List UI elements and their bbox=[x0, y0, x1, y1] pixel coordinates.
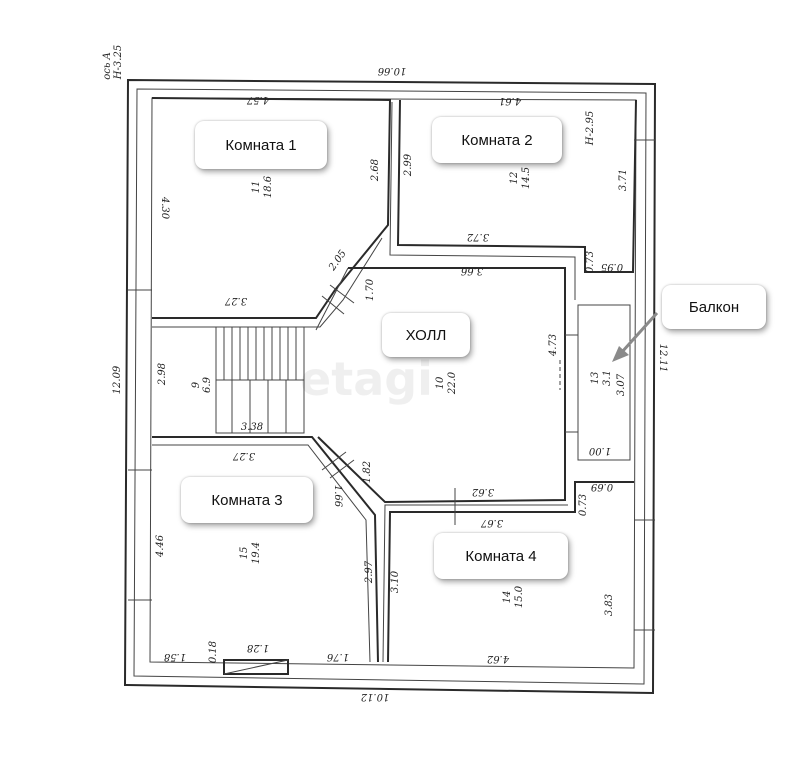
dim-notch3: 0.73 bbox=[578, 494, 589, 516]
hall-wall-inner bbox=[315, 267, 349, 331]
room3-label: Комната 3 bbox=[181, 477, 313, 523]
door-mark-room3 bbox=[321, 451, 347, 471]
dim-r1-top: 4.57 bbox=[246, 94, 270, 105]
hall-area: 22.0 bbox=[447, 371, 458, 395]
hall-label: ХОЛЛ bbox=[382, 313, 470, 357]
room1-area: 18.6 bbox=[263, 175, 274, 198]
corner-note-1: ось A bbox=[102, 52, 113, 79]
dim-balcony-len: 3.07 bbox=[616, 373, 627, 396]
room2-wall bbox=[396, 99, 637, 273]
stair-area: 6.9 bbox=[202, 376, 213, 393]
room4-wall-inner bbox=[382, 504, 568, 663]
room3-wall-inner bbox=[152, 444, 371, 663]
dim-stair-left: 2.98 bbox=[157, 363, 168, 386]
room1-wall bbox=[151, 97, 392, 319]
dim-right-total: 12.11 bbox=[657, 344, 668, 373]
dim-bottom-total: 10.12 bbox=[361, 691, 390, 702]
outer-wall-outer bbox=[123, 78, 657, 695]
room1-number: 11 bbox=[251, 181, 262, 194]
inner-wall-line bbox=[149, 97, 637, 669]
room3-number: 15 bbox=[239, 547, 250, 560]
dim-notch2: 0.95 bbox=[601, 261, 623, 272]
dim-r4-right: 3.83 bbox=[604, 594, 615, 616]
dim-notch4: 0.69 bbox=[590, 481, 613, 492]
dim-r2-height: H-2.95 bbox=[585, 111, 596, 146]
dim-stair-top: 3.27 bbox=[224, 295, 247, 306]
dim-r1-left: 4.30 bbox=[159, 196, 170, 220]
outer-wall-inner bbox=[133, 88, 647, 685]
dim-r2-right: 3.71 bbox=[618, 169, 629, 191]
dim-hall-diag1: 1.70 bbox=[365, 278, 376, 301]
dim-r4-top: 3.67 bbox=[480, 517, 503, 528]
dim-r3-bottom-right: 1.76 bbox=[326, 651, 349, 662]
room3-area: 19.4 bbox=[251, 542, 262, 564]
dim-r3-bottom-left: 1.58 bbox=[164, 651, 186, 662]
dim-r3-diag: 1.66 bbox=[332, 485, 343, 508]
room4-wall bbox=[387, 481, 634, 663]
balcony-number: 13 bbox=[590, 372, 601, 385]
room2-area: 14.5 bbox=[521, 167, 532, 189]
balcony-arrow bbox=[620, 311, 659, 354]
dim-r3-right: 2.97 bbox=[364, 560, 375, 584]
room2-label: Комната 2 bbox=[432, 117, 562, 163]
balcony-label: Балкон bbox=[662, 285, 766, 329]
dim-r4-left: 3.10 bbox=[390, 570, 401, 593]
dim-r2-top: 4.61 bbox=[499, 95, 522, 106]
dim-r1-right: 2.68 bbox=[370, 159, 381, 182]
window-bottom bbox=[223, 659, 289, 675]
dim-hall-bottom: 3.62 bbox=[472, 486, 494, 497]
dim-stair-mid: 3.38 bbox=[241, 422, 263, 433]
room2-number: 12 bbox=[509, 172, 520, 185]
dim-r2-left: 2.99 bbox=[403, 153, 414, 177]
balcony-area: 3.1 bbox=[602, 370, 613, 386]
dim-r2-bottom: 3.72 bbox=[467, 231, 489, 242]
stair-number: 9 bbox=[191, 381, 202, 388]
dim-r3-left: 4.46 bbox=[155, 534, 166, 558]
hall-number: 10 bbox=[435, 376, 446, 389]
dim-r4-bottom: 4.62 bbox=[487, 653, 510, 664]
dim-r3-small: 0.18 bbox=[208, 641, 219, 663]
dim-top-total: 10.66 bbox=[377, 65, 406, 76]
room4-label: Комната 4 bbox=[434, 533, 568, 579]
room4-area: 15.0 bbox=[514, 585, 525, 608]
door-mark-room3b bbox=[329, 459, 355, 479]
hall-wall bbox=[317, 267, 566, 504]
corner-note-2: H-3.25 bbox=[113, 45, 124, 80]
room3-wall bbox=[152, 436, 379, 663]
balcony-arrow-head bbox=[612, 346, 629, 362]
window-diagonal bbox=[223, 659, 289, 675]
dim-hall-top: 3.66 bbox=[460, 265, 483, 276]
dim-r1-diag: 2.05 bbox=[326, 248, 348, 273]
room2-wall-inner bbox=[389, 101, 576, 300]
dim-left-total: 12.09 bbox=[112, 365, 123, 394]
room1-wall-inner bbox=[152, 237, 383, 328]
balcony-frame bbox=[577, 304, 631, 461]
dim-r3-top: 3.27 bbox=[232, 450, 255, 461]
dim-notch1: 0.73 bbox=[585, 251, 596, 273]
dim-hall-right: 4.73 bbox=[548, 334, 559, 357]
dim-hall-diag2: 1.82 bbox=[362, 461, 373, 483]
room4-number: 14 bbox=[502, 591, 513, 604]
room1-label: Комната 1 bbox=[195, 121, 327, 169]
door-mark-room1b bbox=[329, 284, 355, 304]
dim-r3-bottom-mid: 1.28 bbox=[247, 642, 269, 653]
door-mark-room1 bbox=[321, 295, 345, 315]
staircase bbox=[215, 326, 305, 434]
watermark: etagi bbox=[300, 352, 433, 406]
dim-balcony-bottom: 1.00 bbox=[588, 445, 611, 456]
